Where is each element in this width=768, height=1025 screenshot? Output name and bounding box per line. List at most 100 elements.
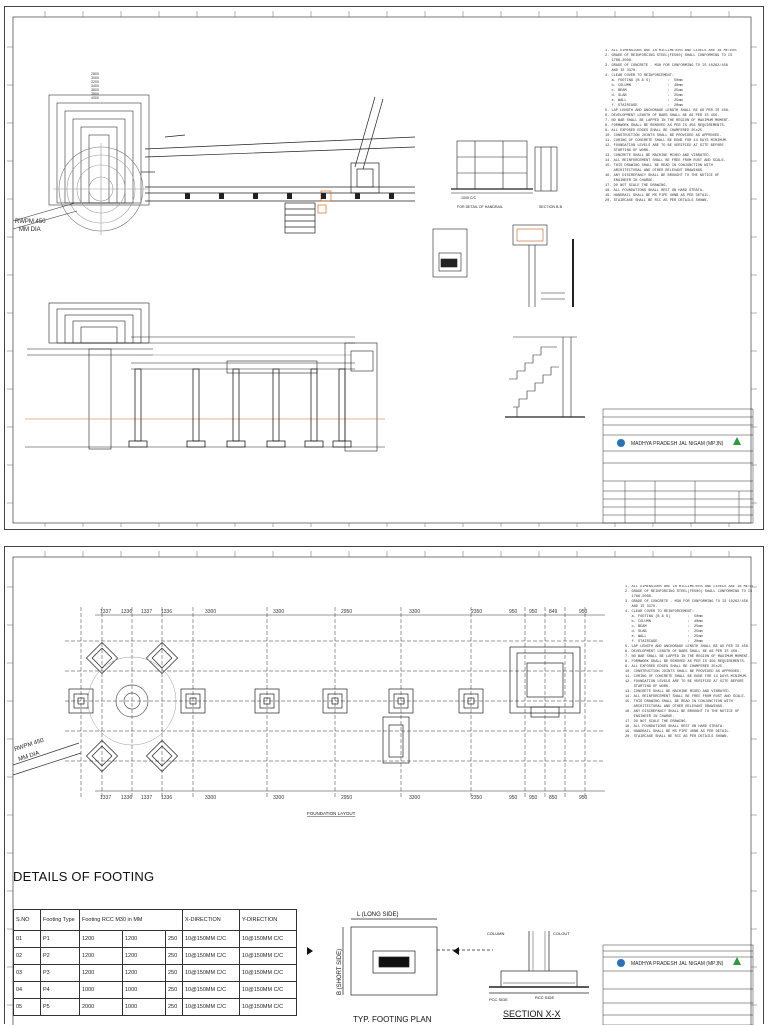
- column-mark: [253, 193, 258, 199]
- footing-outline: [68, 688, 94, 714]
- note-line: ENGINEER IN CHARGE.: [625, 715, 675, 719]
- note-line: ENGINEER IN CHARGE.: [605, 179, 655, 183]
- dim-label: 849: [549, 609, 558, 615]
- note-line: 14. ALL REINFORCEMENT SHALL BE FREE FROM…: [625, 695, 746, 699]
- table-cell: 10@150MM C/C: [182, 930, 240, 948]
- elevation-footing: [128, 440, 148, 448]
- table-cell: 10@150MM C/C: [239, 947, 297, 965]
- table-cell: 10@150MM C/C: [182, 964, 240, 982]
- dim-label: 2350: [471, 609, 482, 615]
- note-line: 19. HANDRAIL SHALL BE MS PIPE 40NB AS PE…: [625, 730, 731, 734]
- dim-label: 950: [529, 609, 538, 615]
- dim-label: 1337: [141, 609, 152, 615]
- section-column-label: COLUMN: [487, 931, 504, 936]
- note-line: 1786-2008.: [605, 59, 634, 63]
- dim-label: 950: [509, 609, 518, 615]
- footing-outline: [254, 688, 280, 714]
- note-line: 16. ANY DISCREPANCY SHALL BE BROUGHT TO …: [605, 174, 720, 178]
- note-line: c. BEAM : 25mm: [605, 89, 683, 93]
- note-line: 11. CURING OF CONCRETE SHALL BE DONE FOR…: [605, 139, 728, 143]
- table-cell: 05: [13, 998, 41, 1016]
- note-line: 5. LAP LENGTH AND ANCHORAGE LENGTH SHALL…: [605, 109, 731, 113]
- table-cell: 10@150MM C/C: [239, 964, 297, 982]
- table-cell: 1200: [122, 930, 166, 948]
- elevation-footing: [186, 440, 206, 448]
- footing-outline: [388, 688, 414, 714]
- table-cell: 10@150MM C/C: [239, 998, 297, 1016]
- note-line: 14. ALL REINFORCEMENT SHALL BE FREE FROM…: [605, 159, 726, 163]
- column-stub: [263, 697, 271, 705]
- elevation-footing: [332, 440, 352, 448]
- dim-label: 1337: [141, 795, 152, 801]
- column-stub: [189, 697, 197, 705]
- note-line: d. SLAB : 25mm: [605, 94, 683, 98]
- note-line: 2. GRADE OF REINFORCING STEEL(FE500) SHA…: [605, 54, 733, 58]
- note-line: 4. CLEAR COVER TO REINFORCEMENT:: [625, 610, 695, 614]
- table-cell: 02: [13, 947, 41, 965]
- table-cell: 03: [13, 964, 41, 982]
- note-line: 11. CURING OF CONCRETE SHALL BE DONE FOR…: [625, 675, 748, 679]
- note-line: 2. GRADE OF REINFORCING STEEL(FE500) SHA…: [625, 590, 753, 594]
- table-cell: 1200: [79, 930, 123, 948]
- note-line: 18. ALL FOUNDATIONS SHALL REST ON HARD S…: [625, 725, 725, 729]
- dim-label: 3000: [91, 76, 99, 80]
- dim-label: 3300: [409, 795, 420, 801]
- footing-outline: [322, 688, 348, 714]
- note-line: 10. CONSTRUCTION JOINTS SHALL BE PROVIDE…: [605, 134, 722, 138]
- table-cell: P3: [40, 964, 80, 982]
- note-line: 6. DEVELOPMENT LENGTH OF BARS SHALL BE A…: [625, 650, 740, 654]
- table-cell: 10@150MM C/C: [239, 981, 297, 999]
- dim-label: 3300: [273, 795, 284, 801]
- dim-label: 3600: [91, 88, 99, 92]
- dim-label: 1337: [100, 795, 111, 801]
- dim-label: 950: [509, 795, 518, 801]
- note-line: 12. FOUNDATION LEVELS ARE TO BE VERIFIED…: [605, 144, 724, 148]
- note-line: 8. FORMWORK SHALL BE REMOVED AS PER IS 4…: [605, 124, 726, 128]
- column-mark: [219, 193, 224, 199]
- note-line: 17. DO NOT SCALE THE DRAWING.: [625, 720, 688, 724]
- note-line: 1. ALL DIMENSIONS ARE IN MILLIMETERS AND…: [605, 49, 737, 53]
- column-mark: [321, 193, 326, 199]
- short-side-label: B (SHORT SIDE): [337, 949, 343, 995]
- handrail-detail: [432, 140, 574, 307]
- dim-label: 3300: [205, 609, 216, 615]
- footing-inner: [463, 693, 479, 709]
- column-stub: [467, 697, 475, 705]
- column-mark: [185, 193, 190, 199]
- table-cell: P4: [40, 981, 80, 999]
- section-xx: [489, 931, 589, 994]
- note-line: ARCHITECTURAL AND OTHER RELEVANT DRAWING…: [605, 169, 705, 173]
- general-notes-2: 1. ALL DIMENSIONS ARE IN MILLIMETERS AND…: [625, 585, 753, 740]
- dim-label: 3300: [409, 609, 420, 615]
- dim-label: 950: [579, 609, 588, 615]
- table-cell: 1200: [79, 964, 123, 982]
- staircase-section: [505, 336, 585, 418]
- section-rcc-label: RCC SIDE: [535, 995, 554, 1000]
- note-line: ARCHITECTURAL AND OTHER RELEVANT DRAWING…: [625, 705, 725, 709]
- footing-inner: [185, 693, 201, 709]
- handrail-detail-label: FOR DETAIL OF HANDRAIL: [457, 205, 503, 209]
- note-line: d. SLAB : 25mm: [625, 630, 703, 634]
- note-line: 13. CONCRETE SHALL BE MACHINE MIXED AND …: [605, 154, 711, 158]
- note-line: AND IS 3370.: [625, 605, 658, 609]
- table-cell: 1200: [122, 964, 166, 982]
- table-cell: 1000: [122, 981, 166, 999]
- dim-label: 3300: [205, 795, 216, 801]
- table-header: Footing RCC M30 in MM: [79, 909, 183, 931]
- note-line: 16. ANY DISCREPANCY SHALL BE BROUGHT TO …: [625, 710, 740, 714]
- note-line: e. WALL : 25mm: [625, 635, 703, 639]
- table-cell: 01: [13, 930, 41, 948]
- table-cell: 2000: [79, 998, 123, 1016]
- footing-inner: [393, 693, 409, 709]
- table-cell: 1200: [79, 947, 123, 965]
- title-block-2: [602, 944, 754, 1025]
- note-line: 15. THIS DRAWING SHALL BE READ IN CONJUN…: [625, 700, 733, 704]
- title-block: [602, 408, 754, 524]
- note-line: 4. CLEAR COVER TO REINFORCEMENT:: [605, 74, 675, 78]
- dim-label: 3800: [91, 92, 99, 96]
- general-notes: 1. ALL DIMENSIONS ARE IN MILLIMETERS AND…: [605, 49, 753, 204]
- dim-label: 3200: [91, 80, 99, 84]
